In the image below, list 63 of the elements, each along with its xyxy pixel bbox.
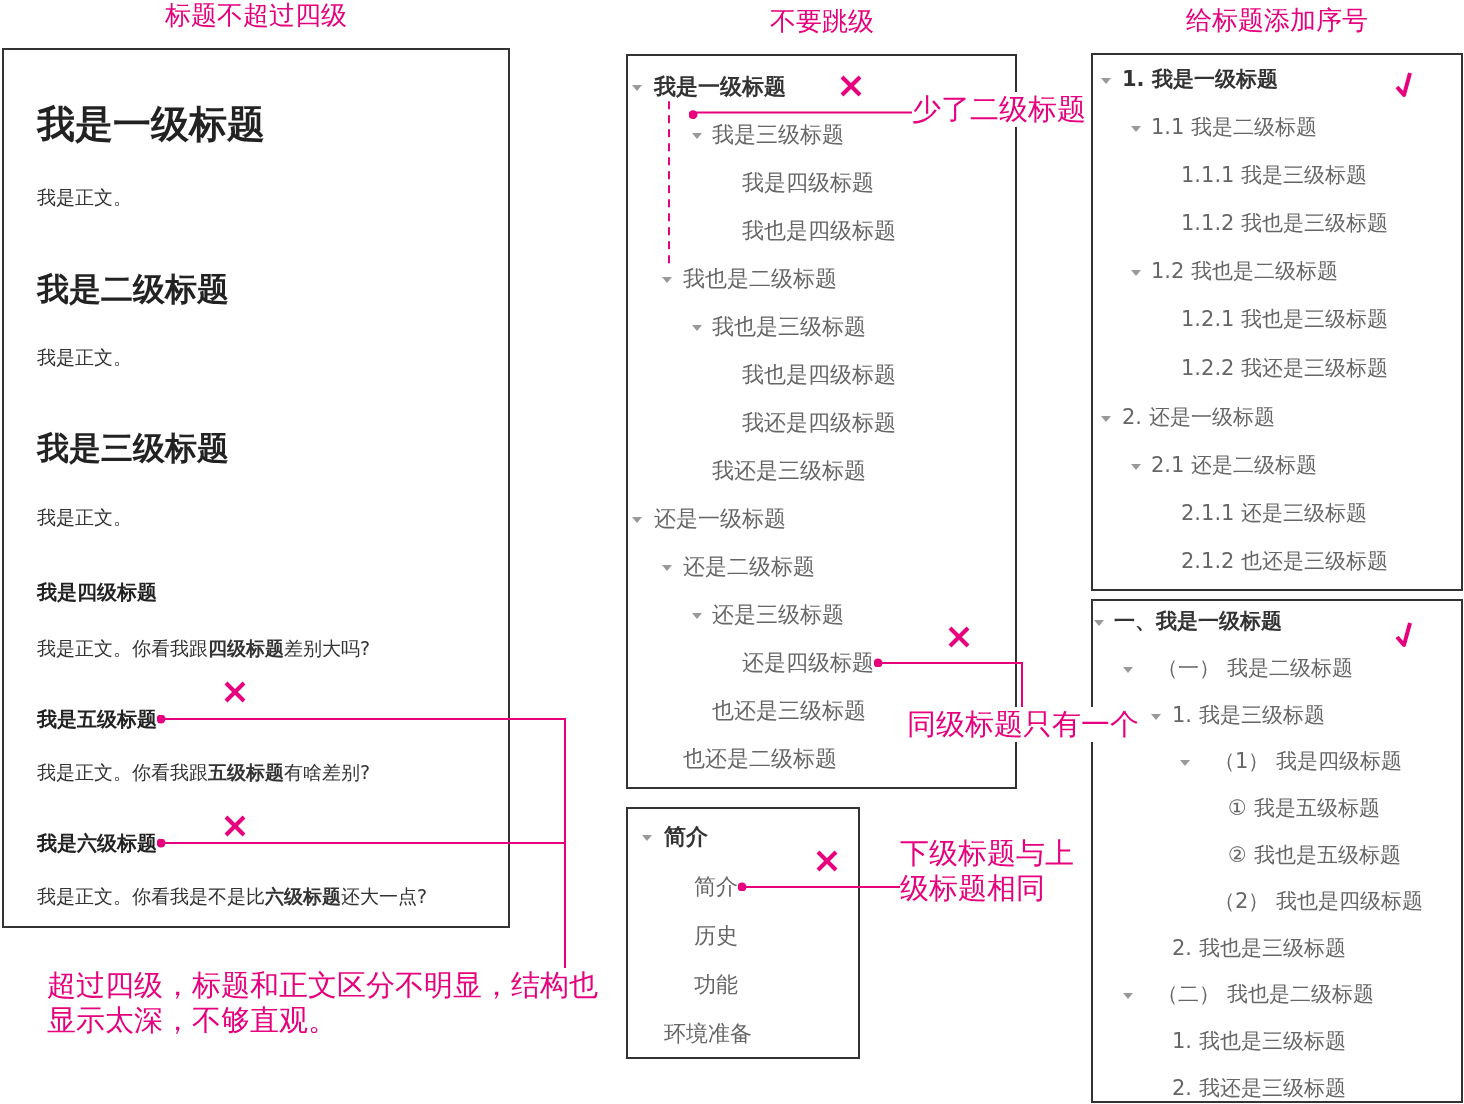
outline-item: ① 我是五级标题 bbox=[1228, 795, 1380, 823]
outline-item: 我是三级标题 bbox=[712, 120, 844, 150]
outline-item: 2. 还是一级标题 bbox=[1122, 404, 1275, 432]
leader-line bbox=[688, 110, 913, 120]
body-text: 我是正文。 bbox=[37, 184, 132, 210]
outline-item: （1） 我是四级标题 bbox=[1214, 748, 1403, 776]
outline-item: 1.2.2 我还是三级标题 bbox=[1181, 355, 1389, 383]
outline-item: 2.1 还是二级标题 bbox=[1151, 452, 1318, 480]
outline-item: 我也是二级标题 bbox=[683, 264, 837, 294]
outline-item: 还是三级标题 bbox=[712, 600, 844, 630]
outline-item: （2） 我也是四级标题 bbox=[1214, 888, 1424, 916]
outline-item: 一、我是一级标题 bbox=[1114, 608, 1282, 636]
outline-item: （二） 我也是二级标题 bbox=[1157, 981, 1374, 1009]
outline-item: 1.1 我是二级标题 bbox=[1151, 114, 1318, 142]
outline-item: 功能 bbox=[694, 970, 738, 1000]
outline-item: 2. 我还是三级标题 bbox=[1172, 1075, 1346, 1103]
outline-item: 1. 我也是三级标题 bbox=[1172, 1028, 1346, 1056]
outline-item: 2.1.1 还是三级标题 bbox=[1181, 500, 1368, 528]
panel-heading: 给标题添加序号 bbox=[1186, 5, 1368, 37]
outline-item: 也还是二级标题 bbox=[683, 744, 837, 774]
body-text: 我是正文。你看我是不是比六级标题还大一点? bbox=[37, 883, 428, 909]
outline-item: 简介 bbox=[664, 822, 708, 852]
outline-item: 还是一级标题 bbox=[654, 504, 786, 534]
outline-item: 1. 我是三级标题 bbox=[1172, 702, 1325, 730]
outline-item: 1.2 我也是二级标题 bbox=[1151, 258, 1339, 286]
outline-item: 我还是三级标题 bbox=[712, 456, 866, 486]
outline-item: 1.2.1 我也是三级标题 bbox=[1181, 306, 1389, 334]
outline-item: 我也是四级标题 bbox=[742, 360, 896, 390]
leader-line bbox=[668, 100, 670, 266]
outline-item: 1. 我是一级标题 bbox=[1122, 66, 1278, 94]
outline-item: 1.1.1 我是三级标题 bbox=[1181, 162, 1368, 190]
callout-text: 少了二级标题 bbox=[912, 92, 1086, 127]
outline-item: 简介 bbox=[694, 872, 738, 902]
heading-text: 我是五级标题 bbox=[37, 706, 157, 732]
outline-item: 我也是三级标题 bbox=[712, 312, 866, 342]
outline-item: 1.1.2 我也是三级标题 bbox=[1181, 210, 1389, 238]
callout-text: 同级标题只有一个 bbox=[907, 707, 1139, 742]
heading-text: 我是四级标题 bbox=[37, 579, 157, 605]
outline-item: 我还是四级标题 bbox=[742, 408, 896, 438]
body-text: 我是正文。 bbox=[37, 504, 132, 530]
outline-item: 历史 bbox=[694, 921, 738, 951]
heading-text: 我是六级标题 bbox=[37, 830, 157, 856]
outline-item: ② 我也是五级标题 bbox=[1228, 842, 1401, 870]
heading-text: 我是三级标题 bbox=[37, 428, 229, 470]
outline-item: 2.1.2 也还是三级标题 bbox=[1181, 548, 1389, 576]
body-text: 我是正文。你看我跟五级标题有啥差别? bbox=[37, 759, 371, 785]
outline-item: 我是一级标题 bbox=[654, 72, 786, 102]
panel-heading: 标题不超过四级 bbox=[165, 0, 347, 32]
body-text: 我是正文。你看我跟四级标题差别大吗? bbox=[37, 635, 371, 661]
outline-item: 2. 我也是三级标题 bbox=[1172, 935, 1346, 963]
body-text: 我是正文。 bbox=[37, 344, 132, 370]
leader-line bbox=[737, 882, 901, 892]
outline-item: 还是二级标题 bbox=[683, 552, 815, 582]
panel-heading: 不要跳级 bbox=[769, 6, 874, 38]
outline-item: 我也是四级标题 bbox=[742, 216, 896, 246]
outline-item: （一） 我是二级标题 bbox=[1157, 655, 1353, 683]
heading-text: 我是二级标题 bbox=[37, 269, 229, 311]
outline-item: 环境准备 bbox=[664, 1019, 752, 1049]
outline-item: 我是四级标题 bbox=[742, 168, 874, 198]
outline-item: 也还是三级标题 bbox=[712, 696, 866, 726]
outline-item: 还是四级标题 bbox=[742, 648, 874, 678]
heading-text: 我是一级标题 bbox=[37, 100, 265, 150]
leader-line bbox=[873, 658, 1023, 708]
